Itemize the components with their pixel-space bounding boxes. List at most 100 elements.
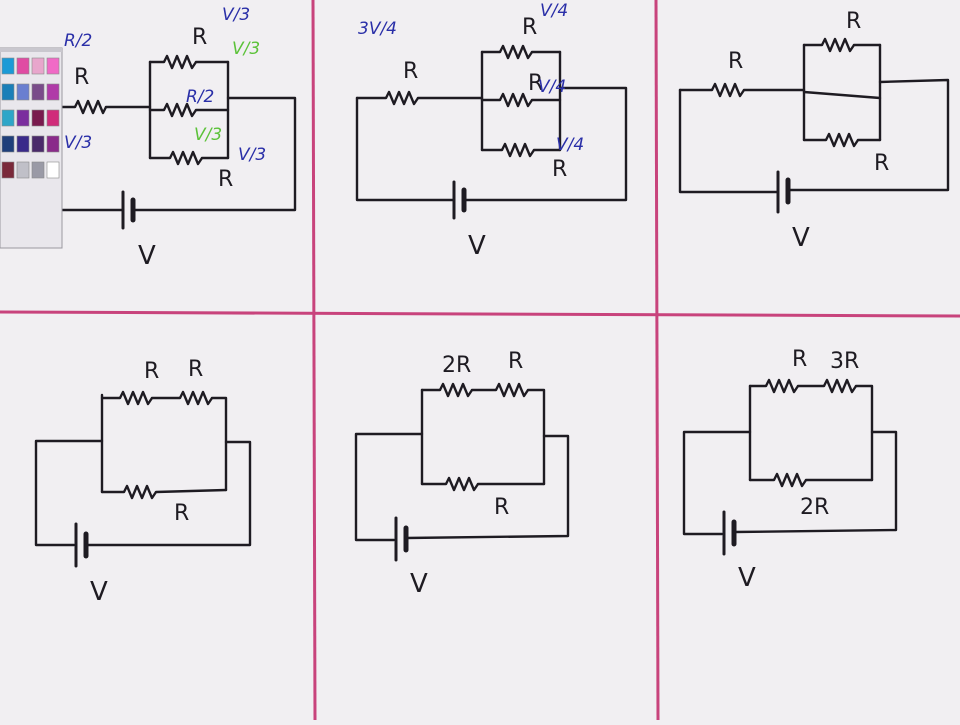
- resistor: [494, 382, 529, 398]
- wire: [462, 86, 628, 202]
- battery-label: V: [138, 241, 156, 271]
- resistor: [162, 54, 197, 70]
- grid-divider-vertical-2: [654, 0, 660, 721]
- annotation: V/3: [194, 125, 222, 145]
- resistor: [498, 92, 533, 108]
- palette-swatch-grid: [1, 57, 60, 179]
- resistor-label: R: [792, 347, 807, 372]
- resistor-label: R: [174, 501, 189, 526]
- wire: [854, 384, 874, 482]
- wire: [154, 488, 228, 494]
- color-swatch[interactable]: [46, 57, 60, 75]
- resistor-label: R: [528, 71, 543, 96]
- resistor: [168, 150, 203, 166]
- circuit-panel-4: R R R V: [34, 357, 252, 607]
- resistor-label: R: [522, 15, 537, 40]
- resistor-label: R: [144, 359, 159, 384]
- color-swatch[interactable]: [46, 161, 60, 179]
- wire: [802, 90, 882, 100]
- color-swatch[interactable]: [31, 109, 45, 127]
- wire: [131, 96, 297, 212]
- wire: [526, 388, 546, 486]
- battery-label: V: [738, 563, 756, 593]
- resistor-label: R: [728, 49, 743, 74]
- resistor: [498, 44, 533, 60]
- wire: [682, 430, 752, 536]
- grid-divider-horizontal: [0, 310, 960, 318]
- resistor: [384, 90, 419, 106]
- wire: [404, 434, 570, 540]
- color-swatch[interactable]: [1, 161, 15, 179]
- annotation: V/3: [238, 145, 266, 165]
- battery-label: V: [792, 223, 810, 253]
- resistor: [178, 390, 213, 406]
- annotation: R/2: [186, 87, 214, 107]
- color-swatch[interactable]: [31, 161, 45, 179]
- color-swatch[interactable]: [31, 57, 45, 75]
- resistor-label: R: [192, 25, 207, 50]
- wire: [732, 430, 898, 534]
- resistor-label: R: [874, 151, 889, 176]
- color-swatch[interactable]: [16, 57, 30, 75]
- color-swatch[interactable]: [1, 83, 15, 101]
- resistor-label: 3R: [830, 349, 859, 374]
- circuit-panel-3: R R R V: [678, 9, 950, 253]
- annotation: V/3: [64, 133, 92, 153]
- resistor-label: R: [846, 9, 861, 34]
- resistor-label: R: [74, 65, 89, 90]
- resistor: [118, 390, 153, 406]
- color-swatch[interactable]: [16, 109, 30, 127]
- battery-label: V: [90, 577, 108, 607]
- wire: [786, 78, 950, 192]
- circuit-panel-5: 2R R R V: [354, 349, 570, 599]
- resistor: [824, 132, 859, 148]
- annotation: V/3: [232, 39, 260, 59]
- wire: [355, 96, 456, 202]
- annotation: V/4: [538, 77, 566, 97]
- color-swatch[interactable]: [46, 83, 60, 101]
- resistor-label: R: [403, 59, 418, 84]
- resistor: [772, 472, 807, 488]
- color-swatch[interactable]: [1, 135, 15, 153]
- color-swatch[interactable]: [16, 83, 30, 101]
- annotation: 3V/4: [358, 19, 397, 39]
- battery-label: V: [468, 231, 486, 261]
- resistor-label: R: [552, 157, 567, 182]
- resistor-label: R: [508, 349, 523, 374]
- annotation: R/2: [64, 31, 92, 51]
- resistor: [764, 378, 799, 394]
- resistor: [820, 37, 855, 53]
- wire: [34, 439, 104, 547]
- battery-label: V: [410, 569, 428, 599]
- circuit-panel-6: R 3R 2R V: [682, 347, 898, 593]
- color-swatch[interactable]: [46, 135, 60, 153]
- resistor: [822, 378, 857, 394]
- palette-title-strip: [0, 48, 62, 52]
- wire: [354, 432, 424, 542]
- color-swatch[interactable]: [16, 135, 30, 153]
- color-swatch[interactable]: [31, 135, 45, 153]
- wire: [210, 396, 228, 492]
- wire: [84, 440, 252, 547]
- resistor: [122, 484, 157, 500]
- circuit-panel-1: R R R V R/2 V/3 V/3 R/2 V/3 V/3 V/3: [60, 5, 297, 271]
- annotation: V/4: [556, 135, 584, 155]
- color-swatch[interactable]: [46, 109, 60, 127]
- resistor-label: R: [494, 495, 509, 520]
- resistor: [710, 82, 745, 98]
- color-swatch[interactable]: [16, 161, 30, 179]
- color-swatch[interactable]: [31, 83, 45, 101]
- resistor-label: R: [188, 357, 203, 382]
- annotation: V/3: [222, 5, 250, 25]
- color-swatch[interactable]: [1, 57, 15, 75]
- wire: [678, 88, 780, 194]
- circuit-panel-2: R R R R V 3V/4 V/4 V/4 V/4: [355, 1, 628, 261]
- resistor-label: R: [218, 167, 233, 192]
- color-swatch[interactable]: [1, 109, 15, 127]
- color-palette-popup[interactable]: [0, 47, 63, 249]
- resistor: [162, 102, 197, 118]
- grid-divider-vertical-1: [311, 0, 317, 721]
- resistor: [73, 99, 108, 115]
